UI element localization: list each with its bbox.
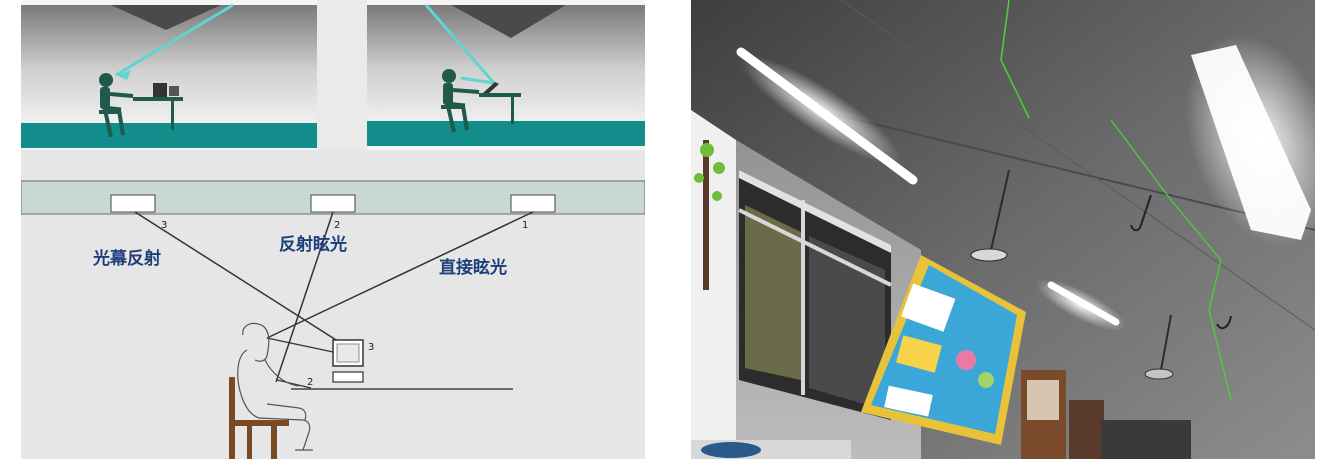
- ceiling-lamp-right: [451, 5, 566, 38]
- ceiling-hook-2: [1216, 315, 1232, 330]
- seated-person-outline: [237, 322, 313, 451]
- ray-eye-screen: [266, 337, 334, 353]
- ceiling-hook-1: [1130, 194, 1152, 232]
- glare-diagram: 3 2 1 光幕反射 反射眩光 直接眩光 3 2: [21, 0, 645, 459]
- floor-right: [367, 121, 645, 146]
- laser-line-1: [1000, 0, 1030, 119]
- label-veiling-reflection: 光幕反射: [92, 248, 161, 269]
- ceiling-lamp-left: [111, 5, 221, 30]
- classroom-photo-svg: [691, 0, 1315, 459]
- fluorescent-light-1: [736, 47, 918, 185]
- ceiling-fan-2: [1144, 314, 1174, 380]
- classroom-window: [738, 170, 892, 420]
- ray-direct: [266, 211, 534, 339]
- center-column: [317, 0, 367, 150]
- floor-left: [21, 123, 317, 148]
- fluorescent-light-3: [1035, 279, 1127, 331]
- light-beam-left-glow: [116, 70, 131, 80]
- classroom-photo: [691, 0, 1315, 459]
- fluorescent-light-2: [1185, 33, 1315, 247]
- door: [1021, 370, 1104, 459]
- label-reflected-glare: 反射眩光: [279, 234, 347, 255]
- bulletin-board: [861, 255, 1026, 445]
- light-beam-left: [115, 3, 234, 77]
- ray-reflected-desk: [276, 379, 312, 389]
- tree-decoration: [694, 140, 725, 290]
- ceiling-fan-1: [970, 169, 1010, 262]
- chair: [229, 377, 289, 459]
- eye-number: 2: [307, 377, 313, 388]
- ceiling-light-1: [510, 194, 556, 213]
- desk-left: [133, 83, 183, 130]
- laser-line-2: [1110, 119, 1232, 401]
- computer-monitor: [332, 339, 364, 383]
- worker-figure-right: [441, 69, 480, 133]
- ray-number-1: 1: [522, 220, 528, 231]
- ray-reflected: [275, 211, 334, 383]
- student-desk-edge: [701, 442, 761, 458]
- ray-number-3: 3: [161, 220, 167, 231]
- ceiling-seam-2: [840, 0, 1315, 331]
- label-direct-glare: 直接眩光: [439, 257, 507, 278]
- ray-number-2: 2: [334, 220, 340, 231]
- ceiling-light-2: [310, 194, 356, 213]
- desk-right: [479, 82, 521, 124]
- notice-board-small: [1101, 420, 1191, 459]
- ray-veiling: [134, 211, 356, 353]
- worker-figure-left: [99, 73, 134, 138]
- monitor-number: 3: [368, 342, 374, 353]
- ceiling-light-3: [110, 194, 156, 213]
- glare-diagram-svg: 3 2 1 光幕反射 反射眩光 直接眩光 3 2: [21, 0, 645, 459]
- wall-edge: [691, 110, 736, 459]
- light-beam-right-reflect: [460, 76, 495, 85]
- light-beam-right: [424, 4, 496, 84]
